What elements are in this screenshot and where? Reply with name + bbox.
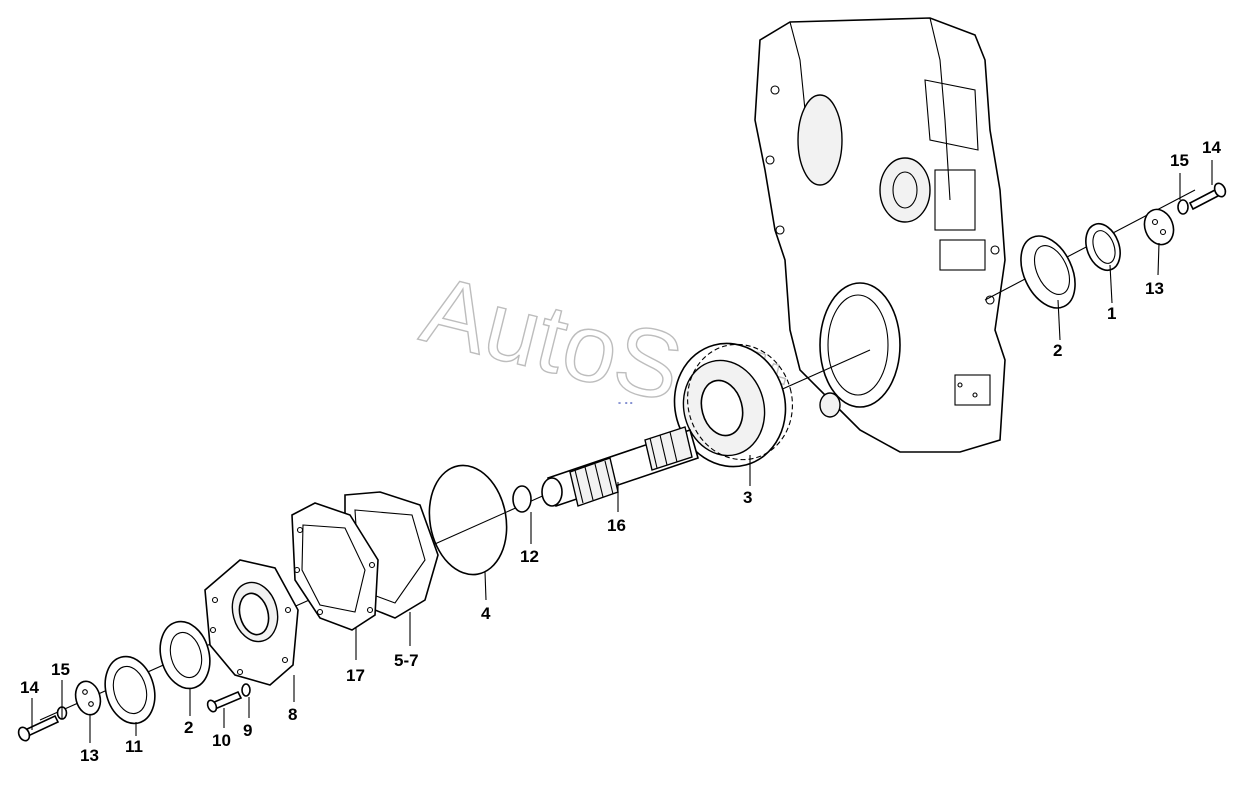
callout-12: 12 [520, 547, 539, 566]
callout-4: 4 [481, 604, 491, 623]
callout-17: 17 [346, 666, 365, 685]
callout-labels: 1 2 13 15 14 3 16 12 4 5-7 17 8 9 10 2 1… [20, 138, 1221, 765]
part-14-bolt-right [1188, 182, 1227, 211]
tiny-marking: ⚬ ⚬⚬ [617, 401, 634, 407]
callout-9: 9 [243, 721, 252, 740]
part-9-washer [241, 683, 251, 697]
callout-1: 1 [1107, 304, 1116, 323]
part-14-bolt-left [17, 714, 60, 742]
transmission-housing [754, 17, 1006, 453]
part-17-gasket [291, 502, 379, 631]
part-11-seal [104, 655, 156, 725]
callout-5-7: 5-7 [394, 651, 419, 670]
part-3-gear [673, 342, 793, 468]
callout-14-left: 14 [20, 678, 39, 697]
callout-16: 16 [607, 516, 626, 535]
callout-2-right: 2 [1053, 341, 1062, 360]
callout-2-left: 2 [184, 718, 193, 737]
part-2-bearing-left [159, 620, 211, 690]
callout-8: 8 [288, 705, 297, 724]
part-13-washer-left [74, 680, 102, 716]
part-12-o-ring [512, 485, 532, 513]
part-8-cover [204, 559, 299, 686]
part-16-shaft [541, 426, 699, 508]
callout-13-right: 13 [1145, 279, 1164, 298]
part-1-seal-ring [1085, 222, 1121, 272]
callout-15-right: 15 [1170, 151, 1189, 170]
leader-lines [31, 160, 1213, 743]
part-10-bolt [206, 690, 243, 713]
part-4-large-o-ring [428, 464, 508, 576]
callout-15-left: 15 [51, 660, 70, 679]
part-15-washer-small-right [1177, 199, 1189, 215]
part-2-bearing-right [1020, 235, 1076, 309]
callout-14-right: 14 [1202, 138, 1221, 157]
part-13-washer-right [1143, 208, 1175, 246]
callout-11: 11 [125, 737, 143, 756]
callout-10: 10 [212, 731, 231, 750]
callout-13-left: 13 [80, 746, 99, 765]
callout-3: 3 [743, 488, 752, 507]
